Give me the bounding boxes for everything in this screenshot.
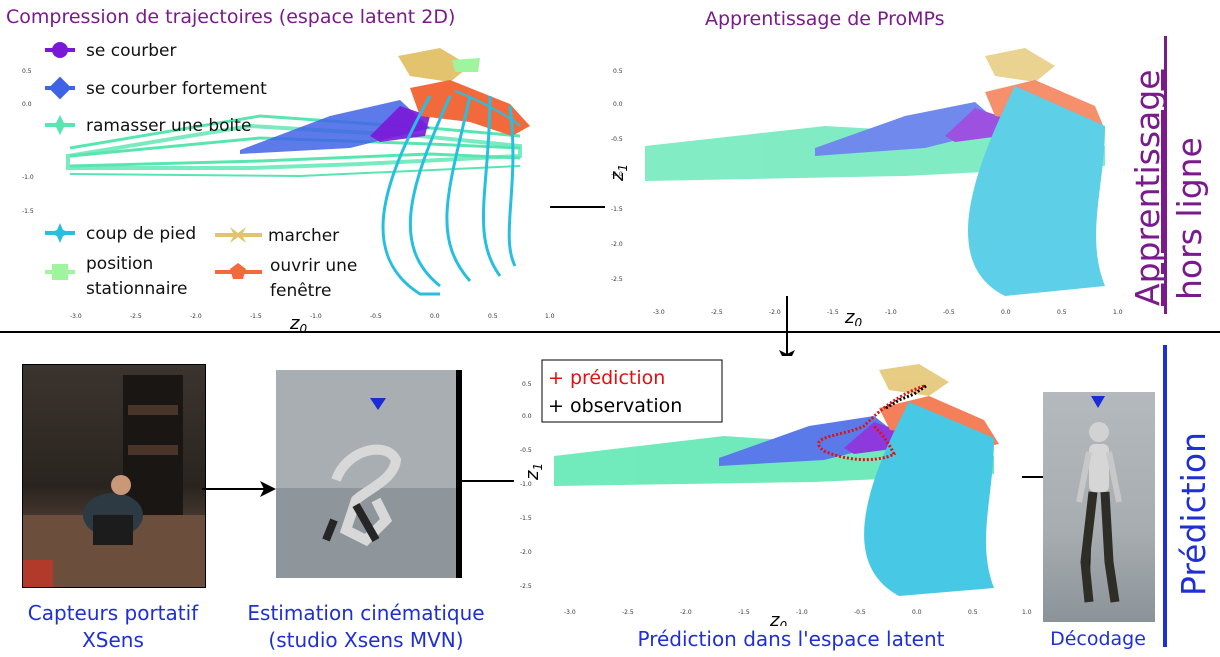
side-label-prediction: Prédiction [1174, 432, 1213, 596]
svg-text:-2.0: -2.0 [520, 549, 532, 556]
x-ticks-2: -3.0 -2.5 -2.0 -1.5 -1.0 -0.5 0.0 0.5 1.… [653, 309, 1123, 316]
svg-text:-2.5: -2.5 [622, 609, 634, 616]
svg-text:-2.5: -2.5 [520, 583, 532, 590]
caption-capteurs: Capteurs portatif XSens [27, 601, 199, 652]
x-axis-label-2: z0 [844, 307, 862, 326]
caption-prediction: Prédiction dans l'espace latent [637, 627, 945, 651]
caption-estimation: Estimation cinématique (studio Xsens MVN… [247, 601, 485, 652]
svg-text:-1.5: -1.5 [22, 208, 34, 215]
prediction-bracket-line [1163, 345, 1167, 647]
latent-space-plot: se courber se courber fortement ramasser… [0, 36, 555, 334]
promps-title: Apprentissage de ProMPs [705, 8, 945, 30]
y-axis-label-2: z1 [607, 164, 630, 182]
mvn-render [276, 370, 462, 578]
svg-text:0.0: 0.0 [522, 413, 532, 420]
svg-text:0.0: 0.0 [613, 101, 623, 108]
svg-text:-3.0: -3.0 [653, 309, 665, 316]
svg-text:-3.0: -3.0 [564, 609, 576, 616]
svg-text:-2.5: -2.5 [611, 276, 623, 283]
prediction-trajectory [817, 384, 925, 462]
legend-se-courber-fortement: se courber fortement [86, 79, 267, 99]
promps-distributions [645, 48, 1105, 296]
svg-text:1.0: 1.0 [1022, 609, 1032, 616]
legend-ramasser: ramasser une boite [86, 116, 251, 136]
svg-text:-1.0: -1.0 [22, 174, 34, 181]
svg-text:-1.5: -1.5 [827, 309, 839, 316]
caption-decodage: Décodage [1050, 628, 1146, 650]
svg-text:-1.0: -1.0 [885, 309, 897, 316]
svg-text:0.0: 0.0 [22, 101, 32, 108]
svg-text:-0.5: -0.5 [854, 609, 866, 616]
decoded-render [1043, 392, 1155, 622]
svg-text:-1.0: -1.0 [796, 609, 808, 616]
svg-text:0.5: 0.5 [613, 68, 623, 75]
compression-title: Compression de trajectoires (espace late… [6, 6, 456, 28]
svg-text:0.0: 0.0 [430, 313, 440, 320]
x-ticks-3: -3.0 -2.5 -2.0 -1.5 -1.0 -0.5 0.0 0.5 1.… [564, 609, 1032, 616]
legend-ouvrir-2: fenêtre [270, 281, 331, 301]
svg-text:0.0: 0.0 [1001, 309, 1011, 316]
legend-position-2: stationnaire [86, 279, 188, 299]
svg-text:1.0: 1.0 [545, 313, 555, 320]
trajectory-cloud [66, 48, 530, 296]
legend-observation: + observation [548, 395, 682, 417]
y-axis-label-3: z1 [522, 463, 545, 481]
legend-markers [45, 42, 262, 280]
svg-text:0.5: 0.5 [968, 609, 978, 616]
prediction-legend-box: + prédiction + observation [541, 359, 723, 423]
y-ticks-1: 0.5 0.0 -1.0 -1.5 [22, 68, 34, 215]
legend-ouvrir-1: ouvrir une [270, 256, 357, 276]
svg-text:-1.5: -1.5 [611, 206, 623, 213]
prediction-distributions [554, 364, 999, 596]
svg-text:-1.5: -1.5 [250, 313, 262, 320]
svg-text:-3.0: -3.0 [70, 313, 82, 320]
svg-text:-2.0: -2.0 [769, 309, 781, 316]
svg-text:-2.0: -2.0 [611, 241, 623, 248]
svg-text:-1.0: -1.0 [520, 481, 532, 488]
svg-text:-0.5: -0.5 [370, 313, 382, 320]
svg-text:0.5: 0.5 [1057, 309, 1067, 316]
svg-text:-2.0: -2.0 [190, 313, 202, 320]
promps-plot: 0.5 0.0 -0.5 -1.0 -1.5 -2.0 -2.5 -3.0 -2… [605, 36, 1130, 326]
svg-text:-1.0: -1.0 [310, 313, 322, 320]
svg-text:-2.0: -2.0 [680, 609, 692, 616]
offline-bracket-line [1164, 36, 1167, 314]
section-divider [0, 331, 1220, 333]
x-ticks-1: -3.0 -2.5 -2.0 -1.5 -1.0 -0.5 0.0 0.5 1.… [70, 313, 555, 320]
svg-text:0.0: 0.0 [912, 609, 922, 616]
svg-text:-1.5: -1.5 [520, 515, 532, 522]
legend-coup-de-pied: coup de pied [86, 224, 196, 244]
legend-prediction: + prédiction [548, 367, 665, 389]
side-label-hors-ligne: hors ligne [1170, 137, 1209, 300]
svg-text:-0.5: -0.5 [611, 136, 623, 143]
x-axis-label-3: z0 [769, 610, 787, 626]
side-label-apprentissage: Apprentissage [1128, 69, 1167, 307]
y-ticks-2: 0.5 0.0 -0.5 -1.0 -1.5 -2.0 -2.5 [611, 68, 623, 283]
legend-position-1: position [86, 254, 153, 274]
xsens-photo [22, 364, 206, 588]
x-axis-label-1: z0 [289, 313, 307, 334]
svg-text:-1.0: -1.0 [611, 171, 623, 178]
svg-text:-2.5: -2.5 [130, 313, 142, 320]
svg-text:-0.5: -0.5 [943, 309, 955, 316]
svg-text:0.5: 0.5 [522, 381, 532, 388]
prediction-plot: + prédiction + observation 0.5 0.0 -0.5 … [514, 356, 1034, 626]
legend-marcher: marcher [268, 226, 339, 246]
svg-text:-1.5: -1.5 [738, 609, 750, 616]
svg-text:1.0: 1.0 [1113, 309, 1123, 316]
legend-se-courber: se courber [86, 41, 176, 61]
y-ticks-3: 0.5 0.0 -0.5 -1.0 -1.5 -2.0 -2.5 [520, 381, 532, 590]
svg-text:0.5: 0.5 [488, 313, 498, 320]
svg-text:0.5: 0.5 [22, 68, 32, 75]
arrow-photo-to-estimation [202, 481, 276, 497]
svg-text:-2.5: -2.5 [711, 309, 723, 316]
svg-text:-0.5: -0.5 [520, 447, 532, 454]
